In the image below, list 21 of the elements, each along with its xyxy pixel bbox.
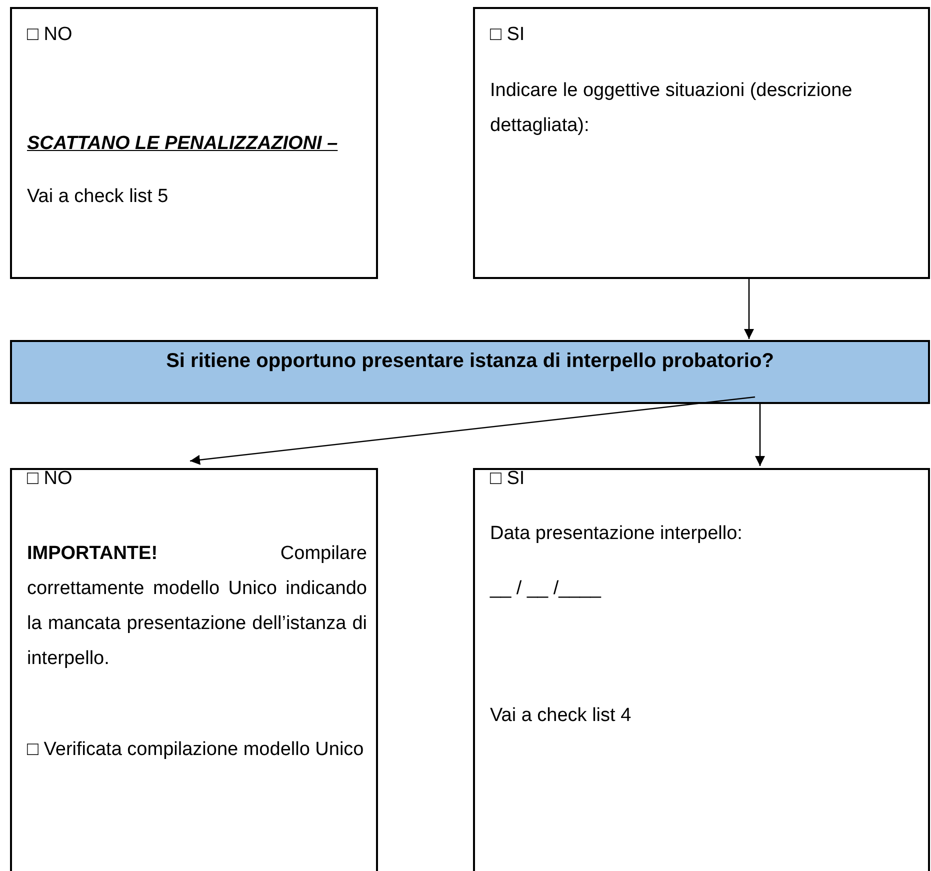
instruction-text: Vai a check list 5: [27, 185, 170, 209]
check-option: □ Verificata compilazione modello Unico: [27, 732, 367, 767]
instruction-text: Data presentazione interpello:: [490, 522, 744, 546]
instruction-text: Indicare le oggettive situazioni (descrizione dettagliata):: [490, 79, 854, 138]
date-field: __ / __ /____: [490, 571, 790, 606]
question-band: [10, 340, 930, 404]
check-option: □ SI: [490, 461, 890, 496]
note-text: IMPORTANTE! Compilare correttamente modello Unico indicando la mancata presentazione dell’istanza di interpello.: [27, 542, 367, 671]
check-option: □ NO: [27, 461, 327, 496]
arrow: [755, 404, 765, 466]
check-option: □ SI: [490, 17, 890, 52]
arrow: [744, 279, 754, 339]
option-box: [473, 468, 930, 871]
option-box: [10, 468, 378, 871]
check-option: □ NO: [27, 17, 327, 52]
warning-heading: SCATTANO LE PENALIZZAZIONI –: [27, 132, 339, 156]
option-box: [473, 7, 930, 279]
instruction-text: Vai a check list 4: [490, 704, 632, 728]
arrow: [190, 396, 756, 465]
option-box: [10, 7, 378, 279]
question-text: Si ritiene opportuno presentare istanza di interpello probatorio?: [165, 349, 775, 374]
